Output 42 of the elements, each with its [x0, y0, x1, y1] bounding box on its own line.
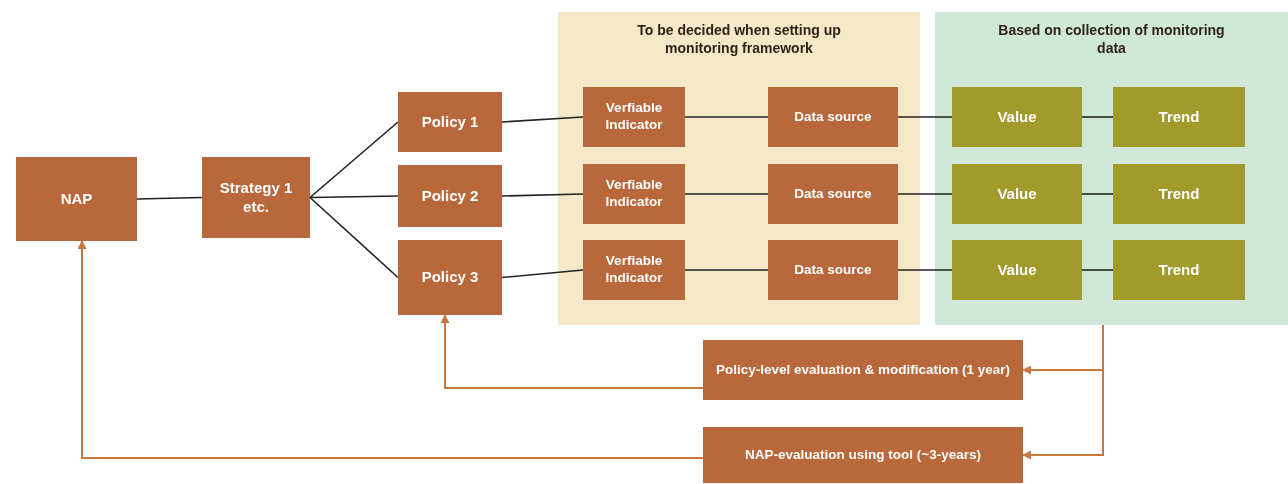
- process-box: Policy 3: [398, 240, 502, 315]
- process-box: Policy 2: [398, 165, 502, 227]
- connector-line: [897, 193, 953, 195]
- process-box: Data source: [768, 87, 898, 147]
- band-heading: Based on collection of monitoring data: [997, 22, 1226, 57]
- connector-line: [684, 116, 769, 118]
- region-band: [935, 12, 1288, 325]
- process-box: Value: [952, 240, 1082, 300]
- process-box: Data source: [768, 240, 898, 300]
- connector-line: [309, 195, 399, 199]
- process-box: NAP-evaluation using tool (~3-years): [703, 427, 1023, 483]
- process-box: Verfiable Indicator: [583, 87, 685, 147]
- region-band: [558, 12, 920, 325]
- connector-line: [1081, 193, 1114, 195]
- process-box: Value: [952, 164, 1082, 224]
- connector-line: [309, 121, 399, 199]
- process-box: Strategy 1 etc.: [202, 157, 310, 238]
- arrow: [440, 314, 704, 389]
- connector-line: [684, 269, 769, 271]
- connector-line: [136, 196, 203, 200]
- connector-line: [501, 116, 584, 123]
- connector-line: [684, 193, 769, 195]
- process-box: Trend: [1113, 240, 1245, 300]
- process-box: Verfiable Indicator: [583, 164, 685, 224]
- connector-line: [897, 269, 953, 271]
- process-box: Trend: [1113, 164, 1245, 224]
- process-box: Trend: [1113, 87, 1245, 147]
- connector-line: [897, 116, 953, 118]
- connector-line: [309, 196, 399, 279]
- connector-line: [501, 269, 584, 279]
- arrow: [1022, 324, 1104, 460]
- process-box: Policy 1: [398, 92, 502, 152]
- process-box: NAP: [16, 157, 137, 241]
- connector-line: [1081, 116, 1114, 118]
- connector-line: [1081, 269, 1114, 271]
- process-box: Value: [952, 87, 1082, 147]
- connector-line: [501, 193, 584, 197]
- band-heading: To be decided when setting up monitoring framework: [636, 22, 842, 57]
- process-box: Verfiable Indicator: [583, 240, 685, 300]
- arrow: [77, 240, 704, 459]
- process-box: Data source: [768, 164, 898, 224]
- process-box: Policy-level evaluation & modification (1 year): [703, 340, 1023, 400]
